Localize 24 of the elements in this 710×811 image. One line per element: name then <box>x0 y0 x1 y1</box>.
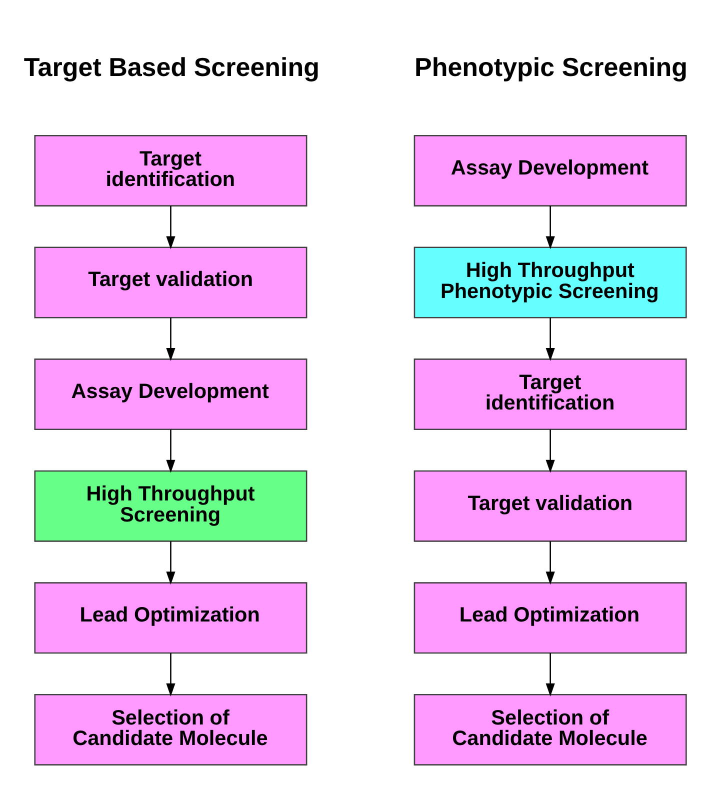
node-box: Selection of Candidate Molecule <box>414 693 687 765</box>
label: Phenotypic Screening <box>414 51 688 82</box>
node-box: Lead Optimization <box>414 582 687 654</box>
arrow <box>166 652 176 696</box>
node-box: Assay Development <box>34 358 308 430</box>
arrow <box>546 429 555 472</box>
node-box: Assay Development <box>414 134 687 206</box>
node-box: Target validation <box>414 470 687 542</box>
node-box: Target validation <box>34 246 308 318</box>
label: Target Based Screening <box>24 51 320 82</box>
arrow <box>546 205 555 249</box>
arrow <box>546 540 555 584</box>
node-box: High Throughput Screening <box>34 470 308 542</box>
arrow <box>546 652 555 696</box>
node-box: Target identification <box>414 358 687 430</box>
arrow <box>166 317 176 361</box>
arrow <box>546 317 555 361</box>
arrow <box>166 205 176 249</box>
node-box: High Throughput Phenotypic Screening <box>414 246 687 318</box>
node-box: Lead Optimization <box>34 582 308 654</box>
arrow <box>166 540 176 584</box>
node-box: Selection of Candidate Molecule <box>34 693 308 765</box>
node-box: Target identification <box>34 134 308 206</box>
arrow <box>166 429 176 472</box>
